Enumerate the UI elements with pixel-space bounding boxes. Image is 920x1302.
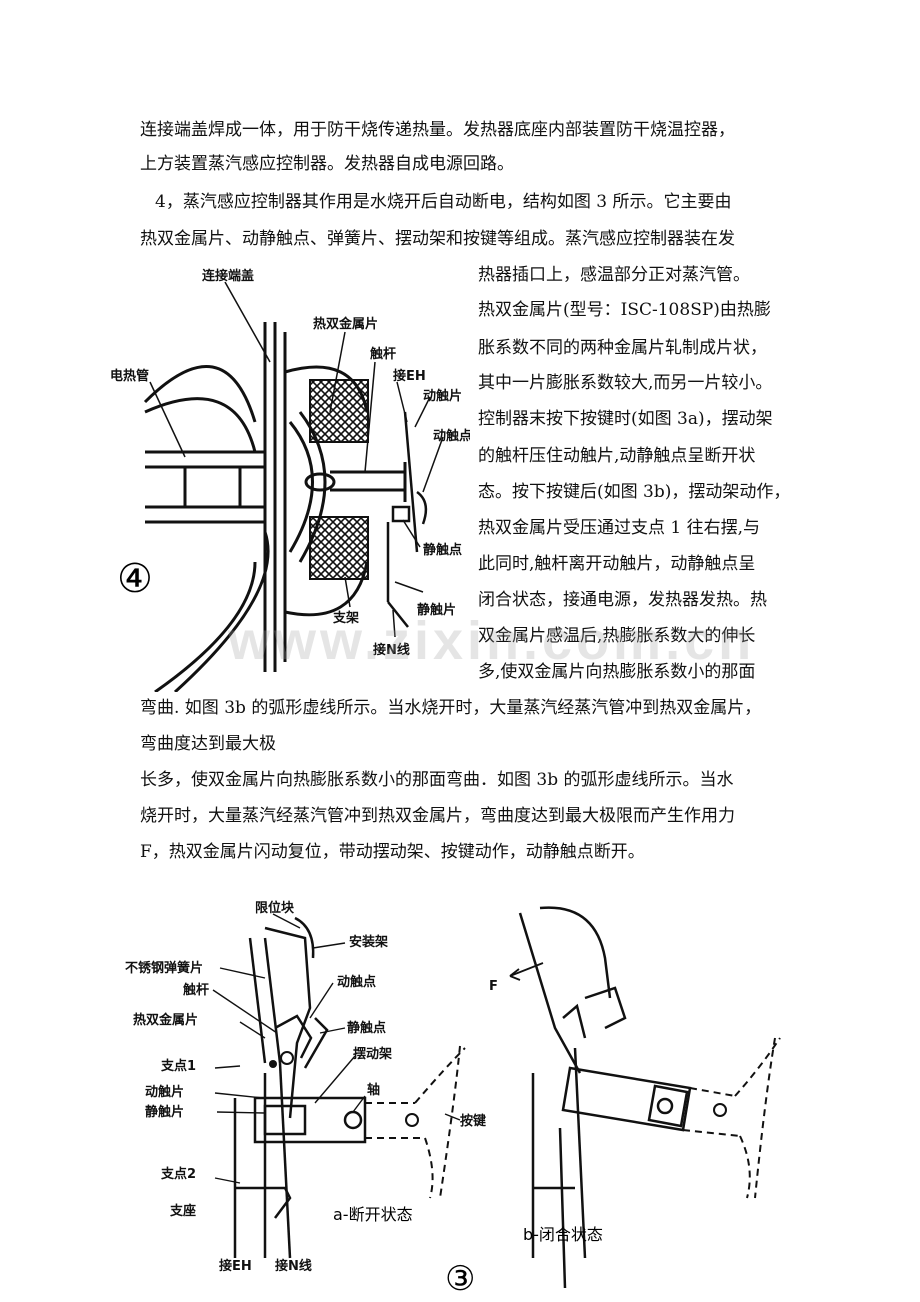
bimetal-disc	[288, 411, 336, 563]
fig4-label-bracket: 支架	[332, 610, 359, 626]
wrap-line: 态。按下按键后(如图 3b)，摆动架动作，	[478, 482, 791, 502]
fig4-label-moving-plate: 动触片	[423, 388, 462, 404]
para3-line1: 弯曲. 如图 3b 的弧形虚线所示。当水烧开时，大量蒸汽经蒸汽管冲到热双金属片，	[140, 698, 762, 718]
fig3-label-eh: 接EH	[219, 1258, 252, 1274]
fig4-label-rod: 触杆	[369, 346, 396, 362]
fig3-label-static-plate: 静触片	[145, 1104, 184, 1120]
fig3-label-rod: 触杆	[182, 982, 209, 998]
fig3-number: ③	[445, 1259, 475, 1298]
wrap-line: 控制器末按下按键时(如图 3a)，摆动架	[478, 409, 773, 429]
heater-tube	[145, 450, 265, 524]
wrap-line: 胀系数不同的两种金属片轧制成片状，	[478, 338, 767, 358]
fig3a-axis	[343, 1110, 363, 1130]
para4-line3: F，热双金属片闪动复位，带动摆动架、按键动作，动静触点断开。	[140, 842, 645, 862]
fig4-label-moving-point: 动触点	[433, 428, 470, 444]
wrap-line: 的触杆压住动触片,动静触点呈断开状	[478, 446, 756, 466]
watermark: www.zixin.com.cn	[228, 611, 756, 671]
upper-insulator	[309, 379, 369, 443]
fig3-caption-a: a-断开状态	[333, 1205, 413, 1224]
fig4-label-heater: 电热管	[110, 368, 149, 384]
wrap-line: 其中一片膨胀系数较大,而另一片较小。	[478, 373, 773, 393]
para3-line2: 弯曲度达到最大极	[140, 734, 276, 754]
fig3b-structure	[518, 906, 692, 1289]
fig3-label-base: 支座	[169, 1203, 196, 1219]
lower-insulator	[309, 516, 369, 580]
fig4-label-static-plate: 静触片	[417, 602, 456, 618]
figure-3-diagram: 限位块 安装架 不锈钢弹簧片 动触点 触杆 热双金属片 静触点 摆动架 支点1 …	[125, 900, 781, 1298]
fig3b-key	[682, 1037, 781, 1199]
fig3-label-pivot1: 支点1	[160, 1058, 196, 1074]
fig3-label-static-point: 静触点	[347, 1020, 386, 1036]
para1-line1: 连接端盖焊成一体，用于防干烧传递热量。发热器底座内部装置防干烧温控器，	[140, 120, 735, 140]
figure-4-diagram: 连接端盖 热双金属片 电热管 触杆 接EH 动触片 动触点 静触点 支架 静触片…	[110, 268, 470, 692]
fig3a-rivet-2	[269, 1060, 277, 1068]
fig3-label-limit: 限位块	[255, 900, 295, 916]
fig3a-key-pin	[405, 1113, 419, 1127]
fig4-label-n: 接N线	[373, 642, 410, 658]
para4-line1: 长多，使双金属片向热膨胀系数小的那面弯曲．如图 3b 的弧形虚线所示。当水	[140, 770, 734, 790]
para2-line1: 4，蒸汽感应控制器其作用是水烧开后自动断电，结构如图 3 所示。它主要由	[155, 192, 732, 212]
fig3b-force-arrow	[509, 962, 544, 977]
wrap-line: 此同时,触杆离开动触片，动静触点呈	[478, 554, 756, 574]
fig3-label-spring: 不锈钢弹簧片	[125, 960, 203, 976]
wrap-line: 闭合状态，接通电源，发热器发热。热	[478, 590, 767, 610]
fig3-caption-b: b-闭合状态	[523, 1225, 603, 1244]
fig3-label-n: 接N线	[275, 1258, 312, 1274]
fig3-label-mount: 安装架	[349, 934, 388, 950]
heater-arcs	[143, 364, 270, 692]
fig3a-leaders	[212, 913, 461, 1184]
wrap-line: 热器插口上，感温部分正对蒸汽管。	[478, 265, 750, 285]
fig3-label-axis: 轴	[367, 1082, 380, 1098]
fig3-label-bimetal: 热双金属片	[133, 1012, 198, 1028]
leader-lines	[149, 281, 444, 638]
fig4-number: ④	[117, 556, 153, 602]
para4-line2: 烧开时，大量蒸汽经蒸汽管冲到热双金属片，弯曲度达到最大极限而产生作用力	[140, 806, 735, 826]
para1-line2: 上方装置蒸汽感应控制器。发热器自成电源回路。	[140, 154, 514, 174]
wrap-line: 热双金属片(型号：ISC-108SP)由热膨	[478, 300, 771, 320]
fig3b-axis	[656, 1097, 674, 1115]
fig3-label-pivot2: 支点2	[160, 1166, 196, 1182]
wrap-line: 热双金属片受压通过支点 1 往右摆,与	[478, 518, 761, 538]
fig4-label-static-point: 静触点	[423, 542, 462, 558]
para2-line2: 热双金属片、动静触点、弹簧片、摆动架和按键等组成。蒸汽感应控制器装在发	[140, 229, 735, 249]
fig3-label-moving-point: 动触点	[337, 974, 376, 990]
trigger-rod	[330, 462, 407, 502]
fig4-label-eh: 接EH	[393, 368, 426, 384]
fig3a-rivet	[280, 1051, 294, 1065]
fig3b-key-pin	[713, 1103, 727, 1117]
fig3b-force-arrowhead	[509, 968, 521, 981]
fig4-label-cap: 连接端盖	[202, 268, 254, 284]
fig3-label-swing: 摆动架	[353, 1046, 392, 1062]
fig3-label-moving-plate: 动触片	[145, 1084, 184, 1100]
fig3a-key	[365, 1045, 466, 1199]
fig3-label-key: 按键	[460, 1113, 486, 1129]
fig3a-structure	[233, 916, 367, 1259]
fig4-label-bimetal: 热双金属片	[313, 316, 378, 332]
wrap-line: 双金属片感温后,热膨胀系数大的伸长	[478, 626, 756, 646]
wrap-line: 多,使双金属片向热膨胀系数小的那面	[478, 662, 756, 682]
contact-plates	[386, 411, 428, 628]
fig3-label-f: F	[489, 979, 498, 994]
